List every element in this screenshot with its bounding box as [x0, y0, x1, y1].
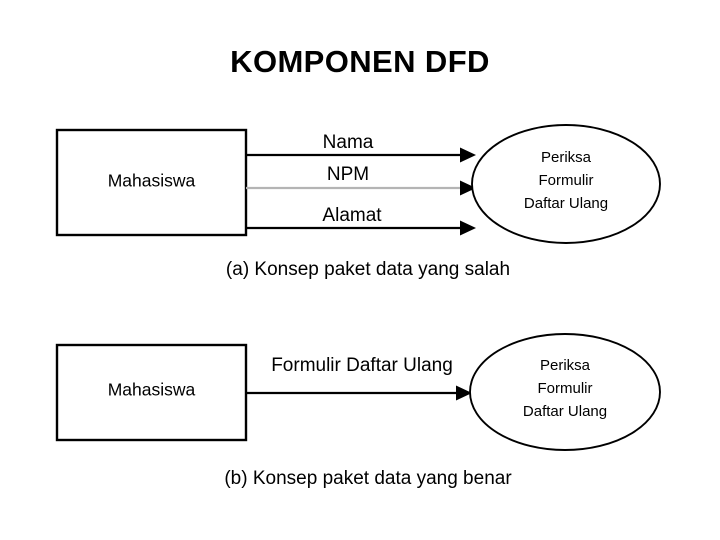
- flow-a-2-arrowhead: [460, 180, 476, 196]
- flow-a-1-arrowhead: [460, 147, 476, 163]
- diagram-a-caption: (a) Konsep paket data yang salah: [226, 259, 510, 280]
- flow-a-3-arrowhead: [460, 220, 476, 236]
- flow-a-1-label: Nama: [323, 132, 374, 153]
- process-b-label-line-1: Periksa: [540, 357, 591, 374]
- process-a-label-line-2: Formulir: [539, 172, 594, 189]
- process-b-ellipse[interactable]: [469, 333, 661, 451]
- external-entity-b-box[interactable]: [55, 343, 248, 442]
- external-entity-a-label: Mahasiswa: [108, 171, 196, 191]
- external-entity-a-box[interactable]: [55, 128, 248, 237]
- external-entity-b-label: Mahasiswa: [108, 380, 196, 400]
- page-title: KOMPONEN DFD: [230, 44, 490, 79]
- flow-b-1-label: Formulir Daftar Ulang: [271, 355, 453, 376]
- diagram-a-group: Mahasiswa Nama NPM Alamat Periksa Formul…: [55, 124, 661, 280]
- flow-a-2-label: NPM: [327, 164, 369, 185]
- process-a-label-line-1: Periksa: [541, 149, 592, 166]
- process-a-ellipse[interactable]: [471, 124, 661, 244]
- flow-a-3-label: Alamat: [322, 205, 382, 226]
- flow-b-1-arrowhead: [456, 385, 472, 401]
- process-b-label-line-3: Daftar Ulang: [523, 403, 607, 420]
- process-a-label-line-3: Daftar Ulang: [524, 195, 608, 212]
- diagram-b-group: Mahasiswa Formulir Daftar Ulang Periksa …: [55, 333, 661, 489]
- diagram-b-caption: (b) Konsep paket data yang benar: [224, 468, 512, 489]
- process-b-label-line-2: Formulir: [538, 380, 593, 397]
